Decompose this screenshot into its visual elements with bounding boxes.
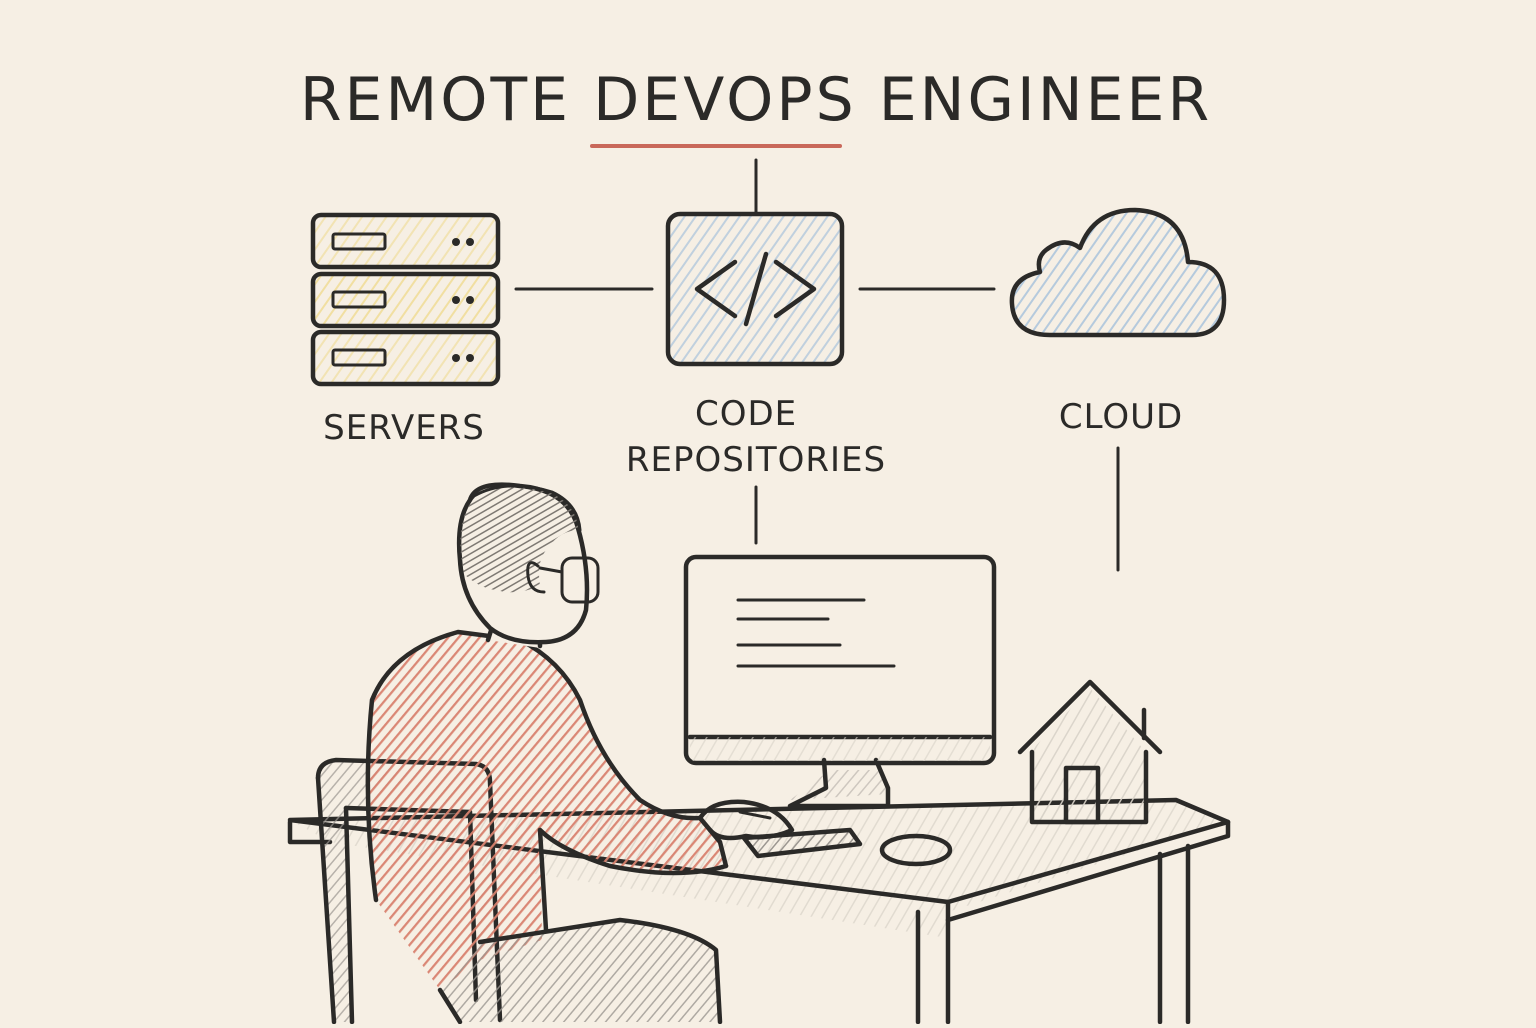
page-title: REMOTE DEVOPS ENGINEER <box>300 65 1212 135</box>
cloud-label: CLOUD <box>1059 397 1183 437</box>
connector-lines <box>514 158 1120 572</box>
code-label-line1: CODE <box>695 394 797 434</box>
house-icon <box>1017 679 1163 825</box>
person-icon <box>365 482 795 1025</box>
monitor-icon <box>683 554 997 809</box>
code-brackets-icon <box>665 211 845 367</box>
title-part-remote: REMOTE <box>300 65 593 135</box>
cloud-icon <box>1009 207 1227 338</box>
title-part-devops: DEVOPS <box>593 65 857 135</box>
server-rack-icon <box>310 212 501 387</box>
code-label-line2: REPOSITORIES <box>626 440 886 480</box>
title-part-engineer: ENGINEER <box>857 65 1212 135</box>
servers-label: SERVERS <box>323 408 485 448</box>
code-label: CODE REPOSITORIES <box>626 394 886 480</box>
mouse-icon <box>879 833 953 867</box>
